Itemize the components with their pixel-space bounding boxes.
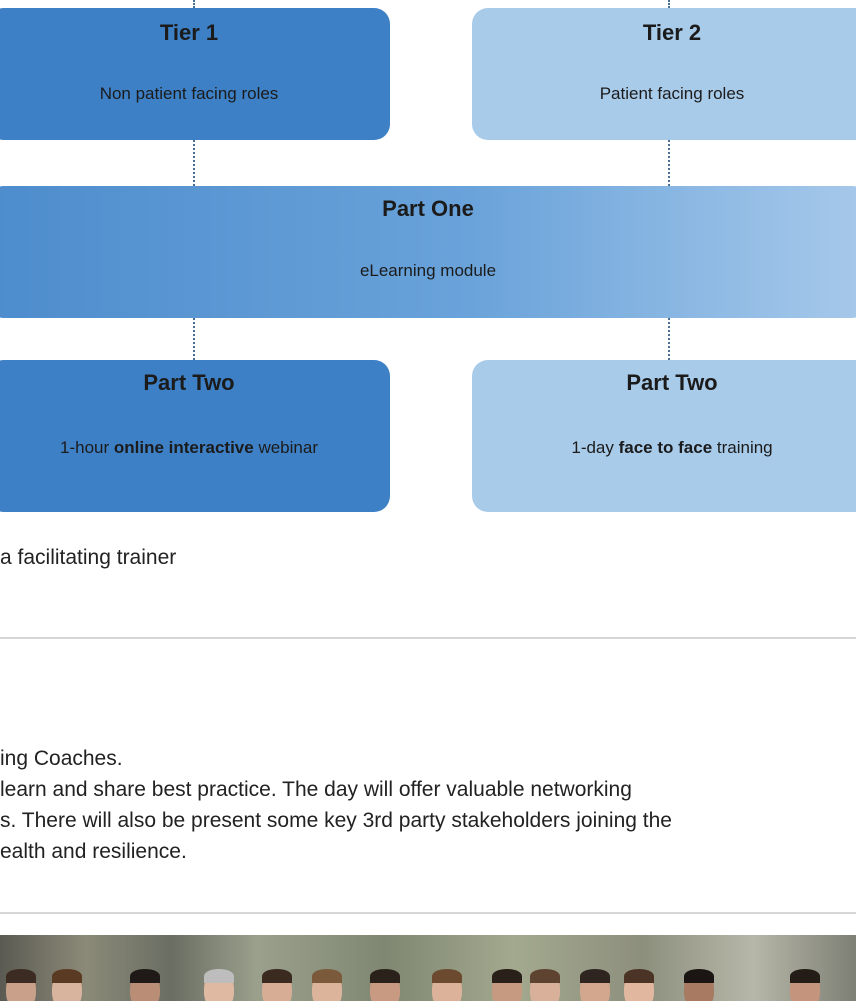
part-two-left-box: Part Two 1-hour online interactive webin… [0, 360, 390, 512]
paragraph-line-1: ing Coaches. [0, 747, 123, 770]
paragraph-line-4: ealth and resilience. [0, 840, 187, 863]
person-head [492, 969, 522, 1001]
part-two-right-sub-bold: face to face [618, 438, 713, 457]
part-two-right-sub-post: training [712, 438, 773, 457]
connector-tier1-top [193, 0, 195, 8]
tier1-box: Tier 1 Non patient facing roles [0, 8, 390, 140]
person-head [580, 969, 610, 1001]
person-head [790, 969, 820, 1001]
part-one-subtitle: eLearning module [359, 261, 497, 280]
connector-partone-right [668, 318, 670, 360]
part-one-box: Part One eLearning module [0, 186, 856, 318]
person-head [432, 969, 462, 1001]
divider-top [0, 637, 856, 639]
part-two-right-title: Part Two [626, 370, 718, 395]
person-head [684, 969, 714, 1001]
person-head [312, 969, 342, 1001]
part-two-left-subtitle: 1-hour online interactive webinar [0, 438, 390, 458]
group-photo [0, 935, 856, 1001]
person-head [6, 969, 36, 1001]
tier1-title: Tier 1 [159, 20, 219, 45]
part-two-left-sub-post: webinar [253, 438, 318, 457]
connector-tier2-top [668, 0, 670, 8]
tier2-subtitle: Patient facing roles [599, 84, 745, 103]
person-head [262, 969, 292, 1001]
person-head [52, 969, 82, 1001]
part-two-left-title: Part Two [143, 370, 235, 395]
paragraph-line-2: learn and share best practice. The day w… [0, 778, 632, 801]
part-two-left-sub-pre: 1-hour [60, 438, 114, 457]
person-head [370, 969, 400, 1001]
person-head [204, 969, 234, 1001]
diagram-caption: a facilitating trainer [0, 546, 177, 569]
part-two-right-sub-pre: 1-day [571, 438, 619, 457]
paragraph-line-3: s. There will also be present some key 3… [0, 809, 672, 832]
part-one-title: Part One [382, 196, 474, 221]
person-head [130, 969, 160, 1001]
connector-tier1-partone [193, 140, 195, 186]
person-head [624, 969, 654, 1001]
part-two-right-subtitle: 1-day face to face training [472, 438, 856, 458]
connector-partone-left [193, 318, 195, 360]
part-two-right-box: Part Two 1-day face to face training [472, 360, 856, 512]
tier1-subtitle: Non patient facing roles [99, 84, 279, 103]
person-head [530, 969, 560, 1001]
tier2-title: Tier 2 [642, 20, 702, 45]
tier2-box: Tier 2 Patient facing roles [472, 8, 856, 140]
divider-bottom [0, 912, 856, 914]
connector-tier2-partone [668, 140, 670, 186]
part-two-left-sub-bold: online interactive [113, 438, 254, 457]
